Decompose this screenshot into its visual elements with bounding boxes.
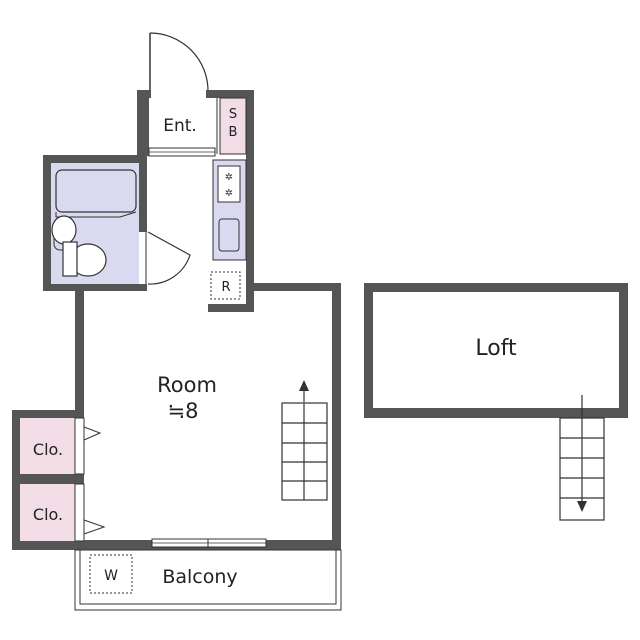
shoe-box: [219, 97, 247, 155]
shoe-box-label-b: B: [229, 125, 238, 140]
refrigerator-label: R: [221, 280, 230, 295]
closet-2: [20, 484, 75, 541]
shoe-box-label-s: S: [229, 107, 237, 122]
svg-text:✲: ✲: [225, 188, 233, 199]
toilet-icon: [51, 215, 77, 245]
sink-icon: [218, 218, 240, 252]
room-label: Room: [157, 373, 217, 397]
closet-1-label: Clo.: [33, 440, 63, 459]
washer-label: W: [104, 568, 118, 584]
bathroom-door-swing: [147, 231, 191, 285]
closet-2-label: Clo.: [33, 505, 63, 524]
entrance-walls: [137, 90, 254, 312]
entrance-door: [149, 32, 209, 93]
loft-label: Loft: [475, 336, 517, 361]
closet-1: [20, 418, 75, 474]
stove-icon: [217, 165, 241, 203]
kitchen: ✲ ✲: [212, 159, 247, 261]
closets: [12, 410, 106, 550]
svg-text:✲: ✲: [225, 172, 233, 183]
refrigerator: [210, 271, 241, 300]
entrance-label: Ent.: [163, 116, 197, 136]
balcony-label: Balcony: [162, 566, 237, 588]
loft: [364, 283, 628, 418]
bathtub-icon: [55, 169, 137, 213]
room-walls: [75, 283, 341, 550]
loft-ladder: [559, 395, 605, 521]
bathroom: [43, 155, 147, 291]
washer: [89, 554, 133, 594]
balcony: [74, 549, 342, 611]
room-ladder: [281, 380, 328, 501]
room-size-label: ≒8: [168, 399, 199, 423]
